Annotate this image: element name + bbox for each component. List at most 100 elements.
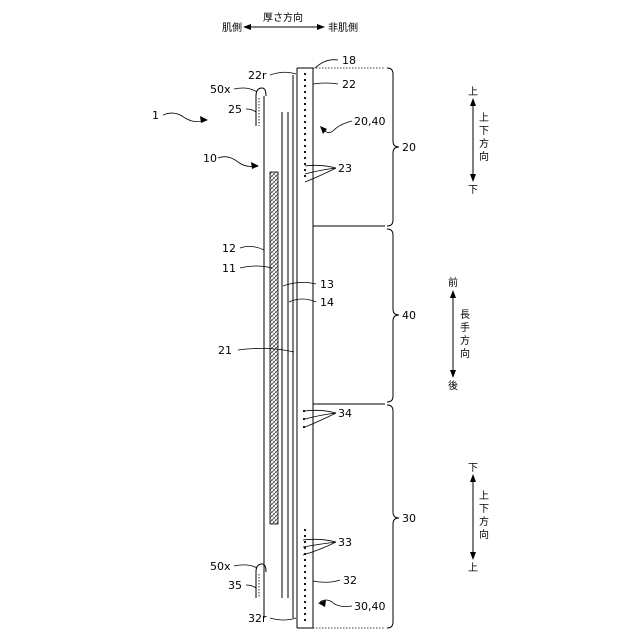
label-25: 25 — [228, 103, 242, 116]
vertical-direction-indicator-bottom: 下 上 上 下 方 向 — [468, 463, 489, 574]
label-50x-top: 50x — [210, 83, 231, 96]
label-21: 21 — [218, 344, 232, 357]
front-elastic-dot — [304, 175, 306, 177]
front-elastic-dot — [304, 103, 306, 105]
skin-side-arrowhead — [243, 24, 251, 30]
back-elastic-dot — [304, 547, 306, 549]
leader-34b — [305, 413, 336, 419]
ldir-text-2: 手 — [460, 321, 470, 334]
label-20-40: 20,40 — [354, 115, 386, 128]
back-elastic-dot — [304, 589, 306, 591]
non-skin-side-label: 非肌側 — [328, 21, 358, 34]
vdir-bottom-text-1: 上 — [479, 490, 489, 502]
label-30-40: 30,40 — [354, 600, 386, 613]
leader-11 — [240, 266, 272, 268]
non-skin-side-arrowhead — [317, 24, 325, 30]
leader-20-40-arrowhead — [320, 126, 327, 134]
reference-labels: 1 10 12 11 13 14 21 18 22 22r 50x 25 20,… — [152, 54, 416, 625]
region-braces — [387, 68, 399, 628]
front-elastic-dot — [304, 73, 306, 75]
front-elastic-dot — [304, 139, 306, 141]
back-elastic-dot — [304, 565, 306, 567]
front-elastic-dot — [304, 157, 306, 159]
vdir-bottom-text-3: 方 — [479, 515, 489, 528]
back-elastic-dot — [304, 571, 306, 573]
vdir-top-text-4: 向 — [479, 150, 489, 163]
vdir-top-text-1: 上 — [479, 112, 489, 124]
front-elastic-dot — [304, 121, 306, 123]
vdir-top-text-2: 下 — [479, 126, 489, 137]
leader-25 — [246, 109, 256, 112]
vdir-bottom-down-label: 下 — [468, 463, 478, 474]
ldir-text-3: 方 — [460, 334, 470, 347]
front-elastic-dot — [304, 133, 306, 135]
vdir-top-down-arrowhead — [470, 174, 476, 182]
thickness-direction-label: 厚さ方向 — [263, 11, 303, 24]
leader-34-end-dot — [303, 410, 305, 412]
label-10: 10 — [203, 152, 217, 165]
label-33: 33 — [338, 536, 352, 549]
front-elastic-dots — [304, 73, 306, 177]
leader-end-dots — [303, 410, 305, 428]
front-elastic-dot — [304, 97, 306, 99]
ldir-front-arrowhead — [450, 290, 456, 298]
back-elastic-dot — [304, 529, 306, 531]
leader-33a — [303, 539, 336, 542]
longitudinal-direction-indicator: 前 後 長 手 方 向 — [448, 276, 470, 392]
leader-10 — [218, 157, 256, 167]
leader-32 — [313, 580, 340, 582]
ldir-front-label: 前 — [448, 276, 458, 289]
leader-32r — [270, 618, 296, 620]
front-elastic-dot — [304, 145, 306, 147]
front-elastic-dot — [304, 115, 306, 117]
vdir-bottom-up-arrowhead — [470, 552, 476, 560]
label-22r: 22r — [248, 69, 267, 82]
leader-20-40 — [322, 121, 352, 133]
leader-18 — [315, 60, 338, 68]
thickness-direction-indicator: 厚さ方向 肌側 非肌側 — [222, 11, 358, 34]
label-20: 20 — [402, 141, 416, 154]
leader-22 — [313, 83, 338, 84]
leader-10-arrowhead — [251, 162, 259, 169]
label-34: 34 — [338, 407, 352, 420]
label-40: 40 — [402, 309, 416, 322]
back-elastic-dots — [304, 529, 306, 621]
front-elastic-dot — [304, 91, 306, 93]
label-1: 1 — [152, 109, 159, 122]
vdir-bottom-text-2: 下 — [479, 504, 489, 515]
brace-20 — [387, 68, 399, 226]
back-elastic-dot — [304, 559, 306, 561]
leader-50x-top — [234, 88, 257, 92]
ldir-back-arrowhead — [450, 370, 456, 378]
leader-50x-bottom — [234, 565, 257, 568]
skin-side-label: 肌側 — [222, 21, 242, 34]
label-50x-bottom: 50x — [210, 560, 231, 573]
leader-34-end-dot — [303, 426, 305, 428]
vdir-bottom-up-label: 上 — [468, 562, 478, 574]
back-elastic-dot — [304, 601, 306, 603]
leader-12 — [240, 246, 264, 250]
label-18: 18 — [342, 54, 356, 67]
back-elastic-dot — [304, 595, 306, 597]
leader-lines — [163, 60, 352, 620]
ldir-text-1: 長 — [460, 309, 470, 321]
back-elastic-dot — [304, 541, 306, 543]
leader-1-arrowhead — [200, 116, 208, 123]
back-elastic-dot — [304, 583, 306, 585]
back-elastic-dot — [304, 535, 306, 537]
ldir-back-label: 後 — [448, 379, 458, 392]
leader-34a — [305, 410, 336, 413]
label-11: 11 — [222, 262, 236, 275]
brace-40 — [387, 229, 399, 402]
front-elastic-dot — [304, 169, 306, 171]
back-elastic-dot — [304, 607, 306, 609]
vertical-direction-indicator-top: 上 下 上 下 方 向 — [468, 86, 489, 196]
leader-22r — [270, 72, 296, 75]
leader-21 — [238, 348, 294, 352]
vdir-top-text-3: 方 — [479, 137, 489, 150]
leader-23b — [305, 168, 336, 174]
back-elastic-dot — [304, 613, 306, 615]
label-30: 30 — [402, 512, 416, 525]
ldir-text-4: 向 — [460, 347, 470, 360]
